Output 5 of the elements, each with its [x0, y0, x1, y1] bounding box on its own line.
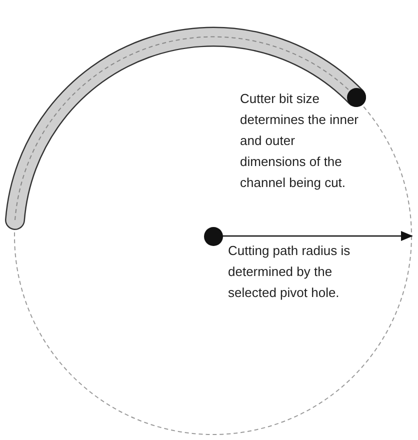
- pivot-dot: [204, 226, 222, 246]
- annotation-text: Cutting path radius is determined by the selected pivot hole.: [228, 242, 352, 302]
- annotation-text: Cutter bit size determines the inner and outer dimensions of the channel being cut.: [240, 90, 360, 192]
- cutter-bit-dot: [346, 88, 366, 106]
- radius-arrow: [222, 231, 413, 241]
